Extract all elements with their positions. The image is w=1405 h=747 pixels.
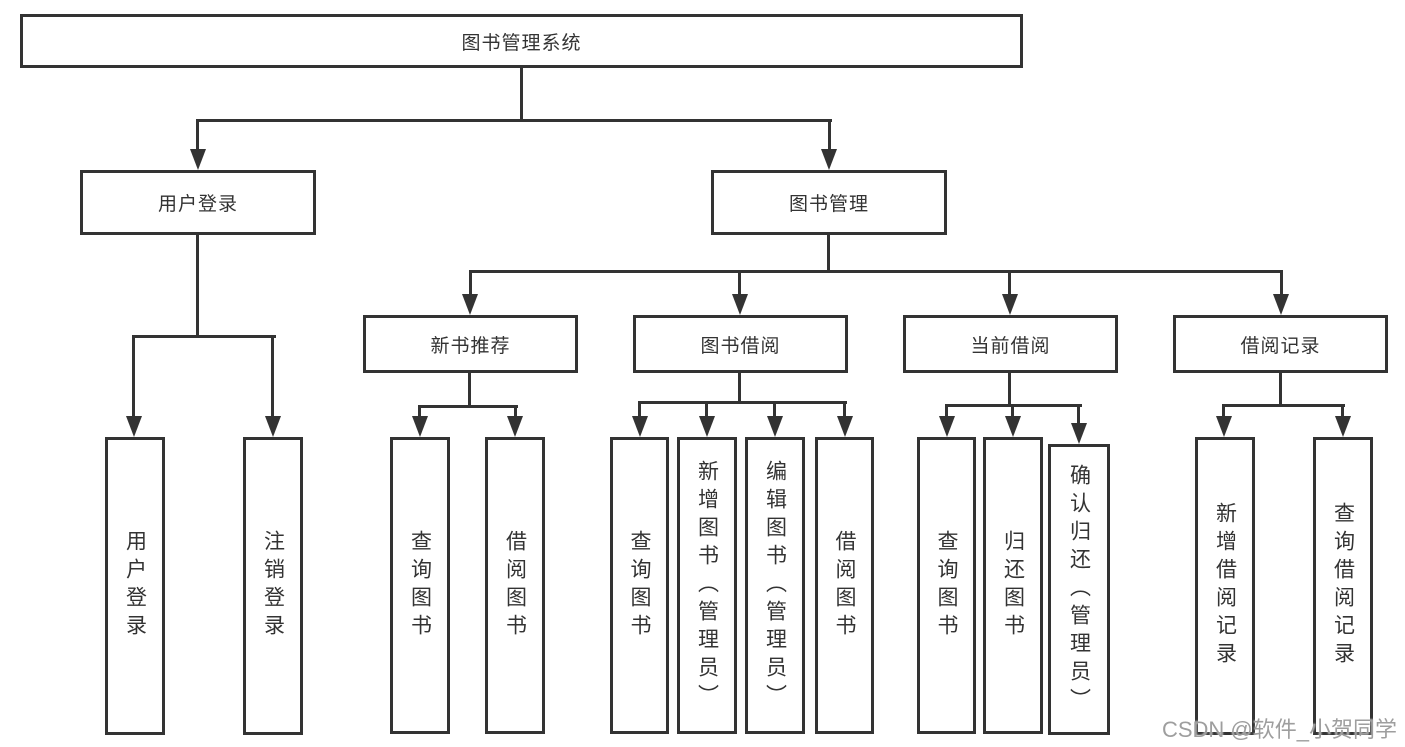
node-bb-edit: 编辑图书（管理员） <box>745 437 805 734</box>
arrowhead-down-icon <box>1005 416 1021 437</box>
connector-line <box>469 270 472 298</box>
arrowhead-down-icon <box>265 416 281 437</box>
node-cb-confirm: 确认归还（管理员） <box>1048 444 1110 735</box>
connector-line <box>705 401 708 417</box>
connector-line <box>638 401 847 404</box>
connector-line <box>1222 404 1345 407</box>
node-cb-query: 查询图书 <box>917 437 976 734</box>
arrowhead-down-icon <box>1071 423 1087 444</box>
connector-line <box>738 373 741 404</box>
connector-line <box>1222 404 1225 417</box>
node-cb-return: 归还图书 <box>983 437 1043 734</box>
node-br-add: 新增借阅记录 <box>1195 437 1255 735</box>
node-bb-query: 查询图书 <box>610 437 669 734</box>
connector-line <box>843 401 846 417</box>
connector-line <box>638 401 641 417</box>
node-logout: 注销登录 <box>243 437 303 735</box>
connector-line <box>773 401 776 417</box>
node-book-mgmt: 图书管理 <box>711 170 947 235</box>
connector-line <box>271 335 274 418</box>
node-nb-query: 查询图书 <box>390 437 450 734</box>
connector-line <box>1008 270 1011 298</box>
connector-line <box>514 405 517 418</box>
arrowhead-down-icon <box>1002 294 1018 315</box>
node-book-borrow: 图书借阅 <box>633 315 848 373</box>
node-bb-add: 新增图书（管理员） <box>677 437 737 734</box>
connector-line <box>196 235 199 338</box>
connector-line <box>196 119 199 157</box>
connector-line <box>468 373 471 408</box>
connector-line <box>945 404 948 417</box>
node-current-borrow: 当前借阅 <box>903 315 1118 373</box>
arrowhead-down-icon <box>632 416 648 437</box>
connector-line <box>469 270 1283 273</box>
node-borrow-records: 借阅记录 <box>1173 315 1388 373</box>
connector-line <box>828 119 831 157</box>
node-user-login: 用户登录 <box>80 170 316 235</box>
arrowhead-down-icon <box>507 416 523 437</box>
connector-line <box>418 405 518 408</box>
node-nb-borrow: 借阅图书 <box>485 437 545 734</box>
connector-line <box>1008 373 1011 406</box>
arrowhead-down-icon <box>821 149 837 170</box>
connector-line <box>1280 270 1283 298</box>
watermark: CSDN @软件_小贺同学 <box>1161 717 1397 742</box>
arrowhead-down-icon <box>462 294 478 315</box>
connector-line <box>1077 404 1080 424</box>
arrowhead-down-icon <box>1216 416 1232 437</box>
arrowhead-down-icon <box>767 416 783 437</box>
arrowhead-down-icon <box>190 149 206 170</box>
connector-line <box>132 335 276 338</box>
connector-line <box>132 335 135 418</box>
connector-line <box>827 235 830 272</box>
arrowhead-down-icon <box>732 294 748 315</box>
node-br-query: 查询借阅记录 <box>1313 437 1373 735</box>
connector-line <box>1341 404 1344 417</box>
node-root: 图书管理系统 <box>20 14 1023 68</box>
arrowhead-down-icon <box>1335 416 1351 437</box>
node-login: 用户登录 <box>105 437 165 735</box>
arrowhead-down-icon <box>1273 294 1289 315</box>
connector-line <box>196 119 832 122</box>
connector-line <box>738 270 741 298</box>
connector-line <box>520 68 523 121</box>
connector-line <box>418 405 421 418</box>
node-new-book-rec: 新书推荐 <box>363 315 578 373</box>
arrowhead-down-icon <box>837 416 853 437</box>
arrowhead-down-icon <box>412 416 428 437</box>
arrowhead-down-icon <box>699 416 715 437</box>
node-bb-borrow: 借阅图书 <box>815 437 874 734</box>
arrowhead-down-icon <box>939 416 955 437</box>
arrowhead-down-icon <box>126 416 142 437</box>
connector-line <box>1011 404 1014 417</box>
connector-line <box>1279 373 1282 406</box>
